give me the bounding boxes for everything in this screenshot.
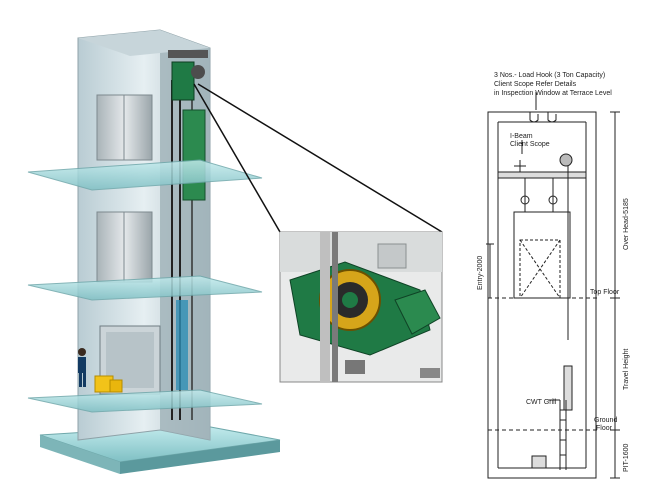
- top-floor-label: Top Floor: [590, 289, 620, 296]
- note-line-3: in Inspection Window at Terrace Level: [494, 90, 612, 97]
- buffer: [531, 455, 547, 469]
- machine-closeup-illustration: [279, 231, 443, 383]
- floor-slab-middle: [27, 275, 263, 301]
- floor-slab-ground: [27, 389, 263, 413]
- counterweight-block: [563, 365, 573, 411]
- i-beam: [497, 171, 587, 179]
- ibeam-line-2: Client Scope: [510, 141, 550, 148]
- car-outline: [513, 211, 571, 299]
- cwt-grill-label: CWT Grill: [526, 399, 557, 406]
- callout-line: [193, 83, 281, 233]
- counterweight: [182, 109, 206, 201]
- callout-line: [197, 83, 443, 233]
- floor-slab-top: [27, 159, 263, 191]
- note-line-2: Client Scope Refer Details: [494, 81, 577, 88]
- pit-label: PIT-1600: [623, 443, 630, 472]
- shaft-outline: [487, 111, 597, 479]
- ground-floor-label-2: Floor: [596, 425, 613, 432]
- load-hook: [529, 112, 539, 123]
- machine-unit: [171, 61, 195, 101]
- person-figure: [78, 348, 86, 387]
- drawing-labels: 3 Nos.- Load Hook (3 Ton Capacity) Clien…: [477, 72, 630, 472]
- travel-height-label: Travel Height: [623, 349, 630, 390]
- note-line-1: 3 Nos.- Load Hook (3 Ton Capacity): [494, 72, 605, 79]
- entry-label: Entry-2000: [477, 256, 484, 290]
- overhead-label: Over Head-5185: [623, 198, 630, 250]
- load-hook: [547, 112, 557, 123]
- ibeam-line-1: I-Beam: [510, 133, 533, 140]
- shaft-section-drawing: [486, 92, 620, 479]
- ground-floor-label-1: Ground: [594, 417, 617, 424]
- elevator-shaft-illustration: [27, 29, 281, 474]
